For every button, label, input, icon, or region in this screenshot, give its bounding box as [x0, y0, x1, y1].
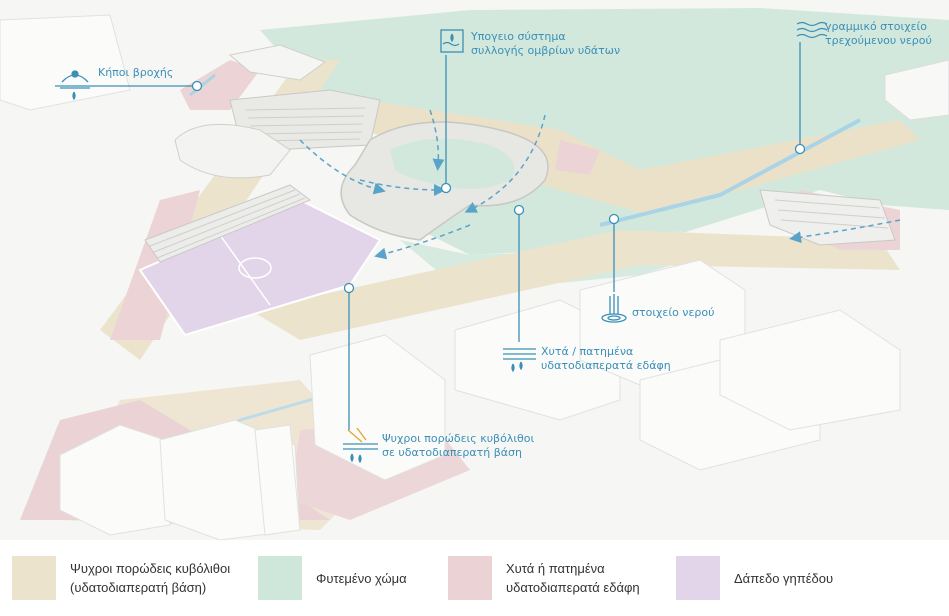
cool-stone-icon [343, 427, 378, 464]
legend-swatch-court-floor [676, 556, 720, 600]
terrace-right-steps [774, 199, 889, 229]
legend-item-paving: Ψυχροι πορώδεις κυβόλιθοι (υδατοδιαπερατ… [12, 548, 230, 608]
stands-field [144, 184, 312, 263]
callout-water-element-text: στοιχείο νερού [632, 306, 715, 319]
pavilion-roof [228, 44, 327, 81]
underground-tank-icon [440, 29, 464, 53]
court-center-circle [238, 257, 272, 279]
legend-item-cast-soil: Χυτά ή πατημένα υδατοδιαπερατά εδάφη [448, 548, 640, 608]
callout-cool-stones: Ψυχροι πορώδεις κυβόλιθοι σε υδατοδιαπερ… [382, 432, 534, 460]
callout-cast-paved: Χυτά / πατημένα υδατοδιαπερατά εδάφη [541, 345, 671, 373]
callout-underground-line2: συλλογής ομβρίων υδάτων [471, 44, 621, 57]
water-channel-right [599, 118, 861, 227]
rain-garden-icon [60, 70, 90, 101]
callout-rain-gardens: Κήποι βροχής [98, 66, 173, 80]
legend-label-planted-soil: Φυτεμένο χώμα [316, 570, 407, 586]
callout-linear-water-line2: τρεχούμενου νερού [825, 34, 932, 47]
paving-sand-road [250, 230, 900, 340]
stands-rows [149, 189, 306, 259]
rain-garden-strip [189, 73, 216, 97]
callout-cast-paved-line1: Χυτά / πατημένα [541, 345, 634, 358]
callout-cool-stones-line2: σε υδατοδιαπερατή βάση [382, 446, 522, 459]
fountain-icon [601, 294, 627, 323]
legend-swatch-cast-soil [448, 556, 492, 600]
callout-cast-paved-line2: υδατοδιαπερατά εδάφη [541, 359, 671, 372]
canopy-structure [174, 123, 291, 179]
callout-underground-line1: Υπογειο σύστημα [471, 30, 566, 43]
callout-cool-stones-line1: Ψυχροι πορώδεις κυβόλιθοι [382, 432, 535, 445]
legend-swatch-planted-soil [258, 556, 302, 600]
water-flow-arrows [299, 109, 901, 260]
legend-swatch-paving [12, 556, 56, 600]
loop-inner-green [390, 138, 515, 189]
paving-sand-upper [300, 90, 920, 215]
legend-label-cast-soil: Χυτά ή πατημένα υδατοδιαπερατά εδάφη [506, 561, 640, 595]
legend-label-court-floor: Δάπεδο γηπέδου [734, 570, 834, 586]
callout-rain-gardens-text: Κήποι βροχής [98, 66, 174, 79]
cast-soil-upper-left [180, 60, 260, 110]
callout-leaders [55, 42, 806, 430]
callout-underground-system: Υπογειο σύστημα συλλογής ομβρίων υδάτων [471, 30, 620, 58]
legend-label-paving: Ψυχροι πορώδεις κυβόλιθοι (υδατοδιαπερατ… [70, 561, 231, 595]
building-top-right [884, 59, 949, 121]
callout-water-element: στοιχείο νερού [632, 306, 714, 320]
cast-soil-right-top [555, 140, 600, 175]
legend-item-court-floor: Δάπεδο γηπέδου [676, 548, 833, 608]
callout-linear-water-line1: γραμμικό στοιχείο [825, 20, 927, 33]
court-center-line [219, 234, 271, 306]
permeable-paving-icon [503, 348, 536, 373]
callout-linear-water: γραμμικό στοιχείο τρεχούμενου νερού [825, 20, 932, 48]
flowing-water-icon [796, 21, 828, 39]
legend-item-planted-soil: Φυτεμένο χώμα [258, 548, 407, 608]
site-plan-illustration [0, 0, 949, 540]
legend: Ψυχροι πορώδεις κυβόλιθοι (υδατοδιαπερατ… [0, 548, 949, 616]
